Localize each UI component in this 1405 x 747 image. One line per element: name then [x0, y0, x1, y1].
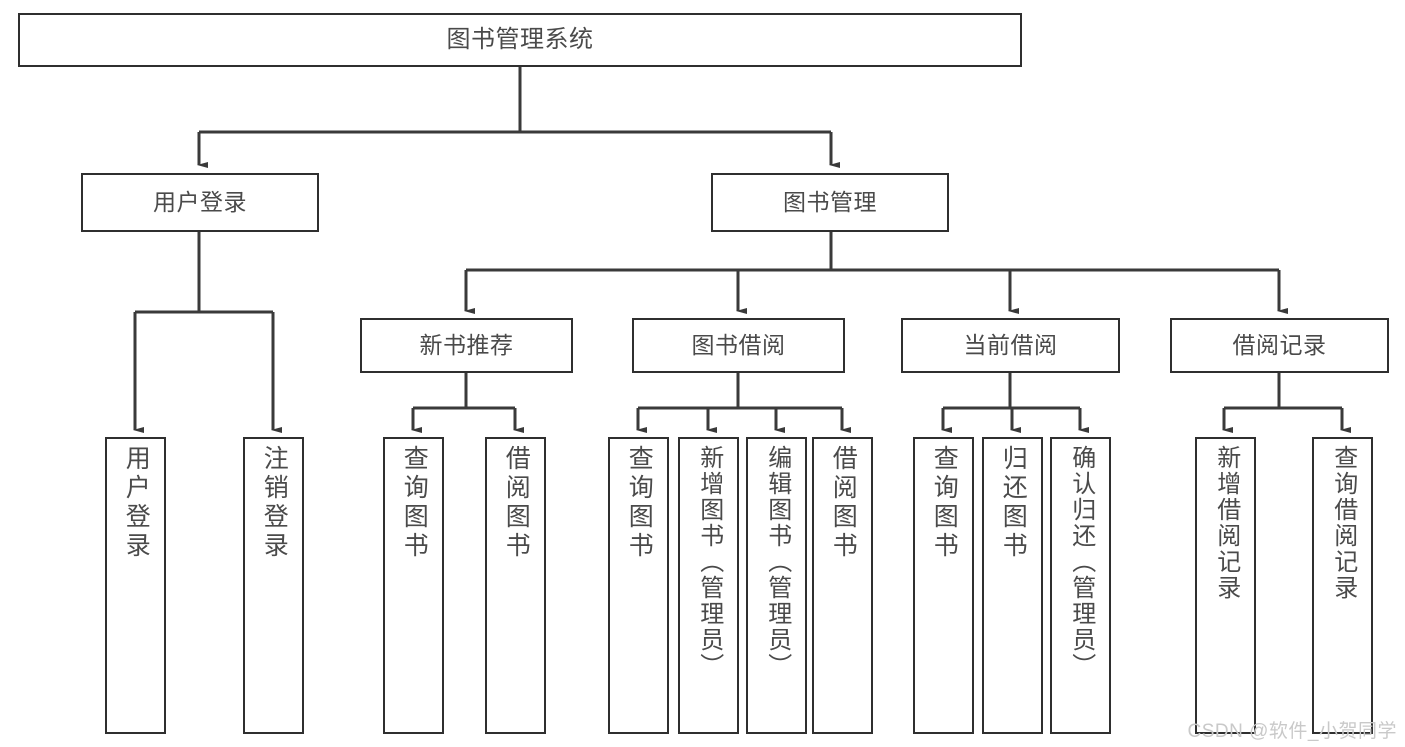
- node-label: 查询图书: [625, 445, 654, 561]
- node-leaf-edit-book-admin[interactable]: 编辑图书（管理员）: [746, 437, 807, 734]
- node-label: 借阅图书: [502, 445, 531, 561]
- watermark: CSDN @软件_小贺同学: [1187, 721, 1397, 742]
- node-label: 注销登录: [260, 445, 289, 561]
- node-leaf-query-book-current[interactable]: 查询图书: [913, 437, 974, 734]
- node-label: 归还图书: [999, 445, 1028, 561]
- node-current-borrow[interactable]: 当前借阅: [901, 318, 1120, 373]
- node-leaf-return-book[interactable]: 归还图书: [982, 437, 1043, 734]
- node-label: 图书借阅: [691, 331, 786, 358]
- node-label: 查询图书: [400, 445, 429, 561]
- node-label: 确认归还（管理员）: [1067, 445, 1095, 679]
- node-new-book-recommend[interactable]: 新书推荐: [360, 318, 573, 373]
- node-leaf-query-book-borrow[interactable]: 查询图书: [608, 437, 669, 734]
- node-root-book-management-system[interactable]: 图书管理系统: [18, 13, 1022, 67]
- node-label: 图书管理系统: [446, 25, 594, 53]
- node-label: 新书推荐: [419, 331, 514, 358]
- node-label: 新增借阅记录: [1212, 445, 1240, 601]
- node-label: 编辑图书（管理员）: [763, 445, 791, 679]
- node-leaf-add-borrow-record[interactable]: 新增借阅记录: [1195, 437, 1256, 734]
- node-label: 查询图书: [930, 445, 959, 561]
- node-leaf-query-borrow-record[interactable]: 查询借阅记录: [1312, 437, 1373, 734]
- node-leaf-logout[interactable]: 注销登录: [243, 437, 304, 734]
- node-label: 借阅记录: [1232, 331, 1327, 358]
- node-leaf-user-login[interactable]: 用户登录: [105, 437, 166, 734]
- node-book-borrow[interactable]: 图书借阅: [632, 318, 845, 373]
- node-user-login[interactable]: 用户登录: [81, 173, 319, 232]
- node-book-management[interactable]: 图书管理: [711, 173, 949, 232]
- node-leaf-add-book-admin[interactable]: 新增图书（管理员）: [678, 437, 739, 734]
- node-label: 用户登录: [122, 445, 151, 561]
- node-label: 新增图书（管理员）: [695, 445, 723, 679]
- node-label: 借阅图书: [829, 445, 858, 561]
- node-label: 查询借阅记录: [1329, 445, 1357, 601]
- node-leaf-query-book-recommend[interactable]: 查询图书: [383, 437, 444, 734]
- node-label: 当前借阅: [963, 331, 1058, 358]
- node-borrow-record[interactable]: 借阅记录: [1170, 318, 1389, 373]
- node-leaf-borrow-book[interactable]: 借阅图书: [812, 437, 873, 734]
- node-leaf-borrow-book-recommend[interactable]: 借阅图书: [485, 437, 546, 734]
- node-leaf-confirm-return-admin[interactable]: 确认归还（管理员）: [1050, 437, 1111, 734]
- node-label: 用户登录: [153, 188, 247, 215]
- node-label: 图书管理: [783, 188, 877, 215]
